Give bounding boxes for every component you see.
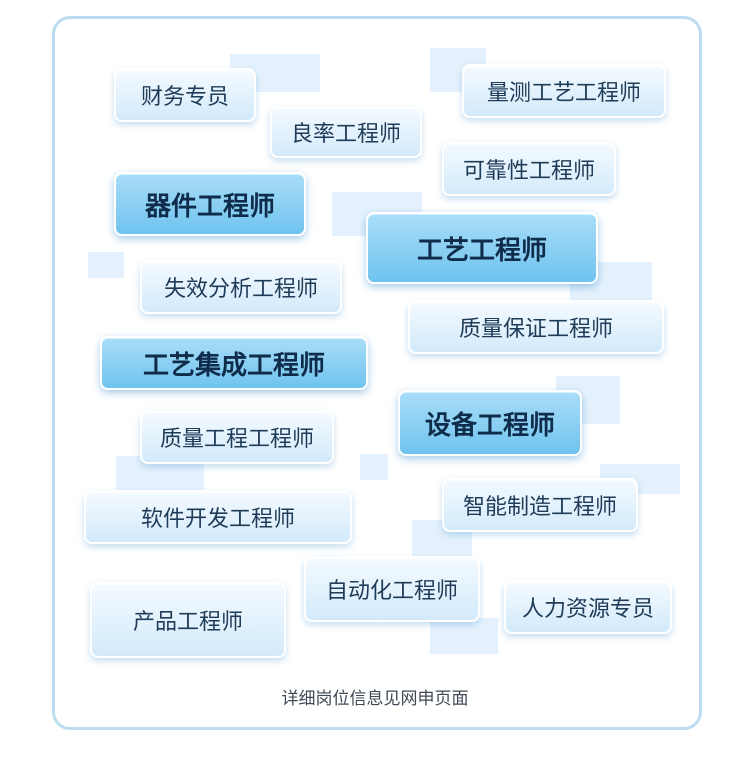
job-tag-process-engineer[interactable]: 工艺工程师	[366, 212, 598, 284]
job-tag-equipment-engineer[interactable]: 设备工程师	[398, 390, 582, 456]
job-tag-finance-specialist[interactable]: 财务专员	[114, 68, 256, 122]
job-tag-process-integration-engineer[interactable]: 工艺集成工程师	[100, 336, 368, 390]
job-tag-product-engineer[interactable]: 产品工程师	[90, 582, 286, 658]
decor-block	[430, 618, 498, 654]
job-tag-hr-specialist[interactable]: 人力资源专员	[504, 580, 672, 634]
job-tag-software-development-engineer[interactable]: 软件开发工程师	[84, 490, 352, 544]
job-tag-yield-engineer[interactable]: 良率工程师	[270, 106, 422, 158]
footnote-text: 详细岗位信息见网申页面	[281, 689, 469, 709]
job-tag-automation-engineer[interactable]: 自动化工程师	[304, 556, 480, 622]
job-tag-device-engineer[interactable]: 器件工程师	[114, 172, 306, 236]
job-tag-quality-assurance-engineer[interactable]: 质量保证工程师	[408, 300, 664, 354]
job-tag-failure-analysis-engineer[interactable]: 失效分析工程师	[140, 260, 342, 314]
job-tag-reliability-engineer[interactable]: 可靠性工程师	[442, 142, 616, 196]
job-tag-smart-manufacturing-engineer[interactable]: 智能制造工程师	[442, 478, 638, 532]
job-tag-metrology-process-engineer[interactable]: 量测工艺工程师	[462, 64, 666, 118]
decor-block	[360, 454, 388, 480]
job-tag-quality-engineering-engineer[interactable]: 质量工程工程师	[140, 410, 334, 464]
decor-block	[88, 252, 124, 278]
